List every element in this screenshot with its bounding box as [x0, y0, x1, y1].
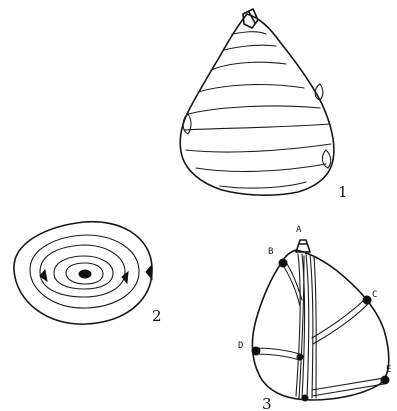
fig1-growth-ring	[188, 106, 320, 114]
fig1-growth-ring	[220, 182, 306, 188]
fig1-growth-ring	[211, 62, 286, 70]
fig3-number-label: 3	[262, 395, 272, 411]
fig1-growth-ring	[198, 85, 304, 92]
fig1-growth-ring	[232, 32, 266, 34]
fig1-lateral-bud	[183, 114, 191, 134]
fig1-growth-ring	[224, 45, 276, 50]
fig3-point-label-d: D	[238, 341, 243, 351]
fig3-branch-c	[313, 304, 368, 344]
fig2-bulb-top-view: 2	[14, 222, 162, 325]
fig3-stem-fiber	[310, 254, 313, 398]
fig3-point-label-e: E	[386, 365, 391, 375]
fig1-growth-ring	[186, 144, 331, 152]
fig3-branch-c	[312, 298, 366, 338]
fig1-lateral-bud	[322, 150, 330, 168]
fig3-point-label-b: B	[268, 247, 273, 257]
fig3-bulb-section: A B C D E 3	[238, 225, 391, 411]
fig3-node-mid	[297, 354, 303, 360]
fig2-center-bud	[79, 270, 91, 278]
fig2-lateral-bud	[146, 266, 152, 279]
fig3-stem-fiber	[314, 256, 316, 398]
fig3-point-label-a: A	[296, 225, 302, 235]
fig3-node-e	[381, 376, 389, 384]
fig3-stem-fiber	[296, 254, 300, 396]
fig1-bulb-side-view: 1	[180, 9, 347, 201]
fig3-branch-e	[312, 384, 384, 396]
fig1-outline	[180, 14, 334, 195]
fig3-node-base	[302, 395, 308, 401]
fig3-node-b	[279, 259, 287, 267]
fig3-branch-d	[256, 348, 300, 354]
fig3-stem-fiber	[306, 254, 309, 398]
fig3-point-label-c: C	[372, 290, 377, 300]
fig3-node-d	[252, 347, 260, 355]
fig3-outline	[252, 250, 388, 400]
fig3-node-c	[363, 296, 371, 304]
fig3-branch-d	[256, 354, 300, 360]
fig1-number-label: 1	[338, 183, 348, 201]
fig1-growth-ring	[184, 124, 330, 130]
fig2-number-label: 2	[152, 307, 162, 325]
fig1-growth-ring	[196, 164, 326, 171]
